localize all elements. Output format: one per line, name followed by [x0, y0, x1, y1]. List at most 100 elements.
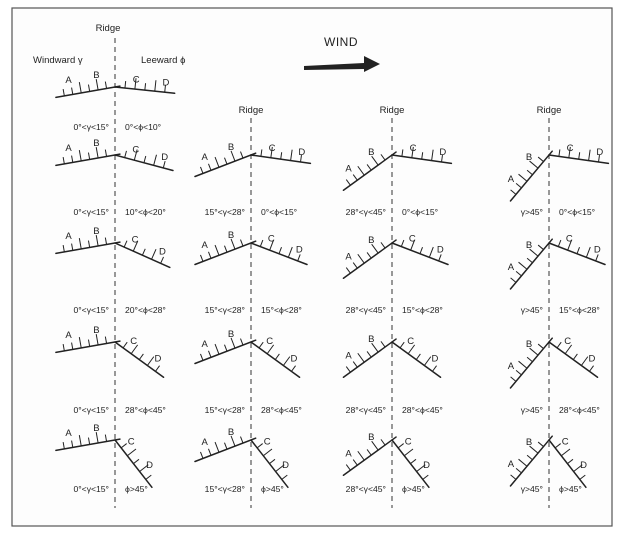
windward-angle-range: 15°<γ<28°	[205, 305, 245, 315]
hatch-mark	[588, 149, 591, 161]
windward-angle-range: 0°<γ<15°	[73, 405, 109, 415]
hatch-mark	[589, 365, 594, 372]
leeward-angle-range: 10°<ϕ<20°	[125, 207, 166, 217]
windward-slope	[342, 151, 397, 192]
zone-label-c: C	[566, 234, 573, 245]
zone-label-d: D	[163, 78, 170, 89]
hatch-mark	[510, 474, 517, 480]
zone-label-a: A	[345, 164, 352, 175]
hatch-mark	[421, 152, 424, 160]
windward-slope	[509, 435, 553, 487]
zone-label-d: D	[580, 460, 587, 471]
hatch-mark	[291, 365, 296, 372]
windward-slope	[55, 153, 121, 167]
leeward-angle-range: 28°<ϕ<45°	[559, 405, 600, 415]
leeward-angle-range: 20°<ϕ<28°	[125, 305, 166, 315]
hatch-mark	[290, 149, 293, 161]
hatch-mark	[300, 154, 302, 163]
hatch-mark	[95, 432, 99, 444]
hatch-mark	[438, 254, 442, 262]
leeward-angle-range: 28°<ϕ<45°	[261, 405, 302, 415]
zone-label-a: A	[202, 240, 209, 251]
zone-label-c: C	[405, 436, 412, 447]
hatch-mark	[78, 337, 82, 349]
hatch-mark	[380, 341, 386, 348]
windward-slope	[342, 436, 397, 477]
zone-label-c: C	[264, 436, 271, 447]
zone-label-a: A	[65, 75, 72, 86]
hatch-mark	[104, 237, 108, 245]
hatch-mark	[95, 79, 99, 91]
ridge-label: Ridge	[239, 105, 264, 116]
hatch-mark	[71, 155, 74, 163]
hatch-mark	[104, 81, 108, 89]
hatch-mark	[400, 239, 405, 247]
ridge-label: Ridge	[537, 105, 562, 116]
leeward-angle-range: 15°<ϕ<28°	[261, 305, 302, 315]
hatch-mark	[598, 154, 600, 163]
hatch-mark	[160, 256, 164, 264]
hatch-mark	[162, 161, 166, 169]
windward-label: Windward γ	[33, 55, 83, 66]
hatch-mark	[585, 246, 591, 258]
hatch-mark	[87, 152, 91, 160]
hatch-mark	[515, 467, 522, 474]
hatch-mark	[240, 151, 244, 159]
zone-label-d: D	[161, 152, 168, 163]
hatch-mark	[371, 342, 379, 353]
zone-label-a: A	[508, 262, 515, 273]
hatch-mark	[153, 154, 157, 166]
hatch-mark	[537, 244, 544, 250]
hatch-mark	[557, 239, 562, 247]
hatch-mark	[371, 440, 379, 451]
hatch-mark	[529, 445, 539, 454]
zone-label-c: C	[269, 143, 276, 154]
hatch-mark	[380, 439, 386, 446]
hatch-mark	[87, 437, 91, 445]
hatch-mark	[144, 83, 147, 91]
hatch-mark	[416, 464, 426, 472]
hatch-mark	[407, 344, 416, 355]
hatch-mark	[240, 436, 244, 444]
hatch-mark	[269, 239, 275, 251]
hatch-mark	[423, 356, 432, 366]
hatch-mark	[266, 344, 275, 355]
hatch-mark	[214, 244, 220, 256]
hatch-mark	[529, 160, 539, 169]
hatch-mark	[410, 458, 417, 465]
hatch-mark	[139, 464, 149, 472]
hatch-mark	[62, 88, 65, 97]
hatch-mark	[556, 341, 562, 349]
hatch-mark	[62, 156, 65, 165]
zone-label-c: C	[132, 144, 139, 155]
zone-label-c: C	[407, 336, 414, 347]
hatch-mark	[151, 249, 157, 260]
wind-arrow	[304, 56, 380, 72]
hatch-mark	[275, 464, 285, 472]
windward-slope	[509, 238, 553, 290]
zone-label-d: D	[439, 147, 446, 158]
hatch-mark	[260, 149, 263, 157]
hatch-mark	[130, 344, 139, 355]
hatch-mark	[352, 174, 358, 181]
hatch-mark	[200, 166, 204, 174]
hatch-mark	[87, 339, 91, 347]
hatch-mark	[104, 434, 108, 442]
windward-angle-range: 28°<γ<45°	[346, 405, 386, 415]
ridge-lines	[114, 38, 550, 508]
hatch-mark	[269, 458, 276, 465]
hatch-mark	[71, 342, 74, 350]
zone-label-c: C	[562, 436, 569, 447]
hatch-mark	[510, 376, 517, 382]
hatch-mark	[366, 164, 372, 171]
hatch-mark	[224, 157, 228, 165]
zone-label-c: C	[409, 234, 416, 245]
hatch-mark	[224, 442, 228, 450]
zone-label-b: B	[526, 339, 532, 350]
hatch-mark	[561, 448, 571, 457]
zone-label-a: A	[508, 459, 515, 470]
zone-label-d: D	[432, 353, 439, 364]
